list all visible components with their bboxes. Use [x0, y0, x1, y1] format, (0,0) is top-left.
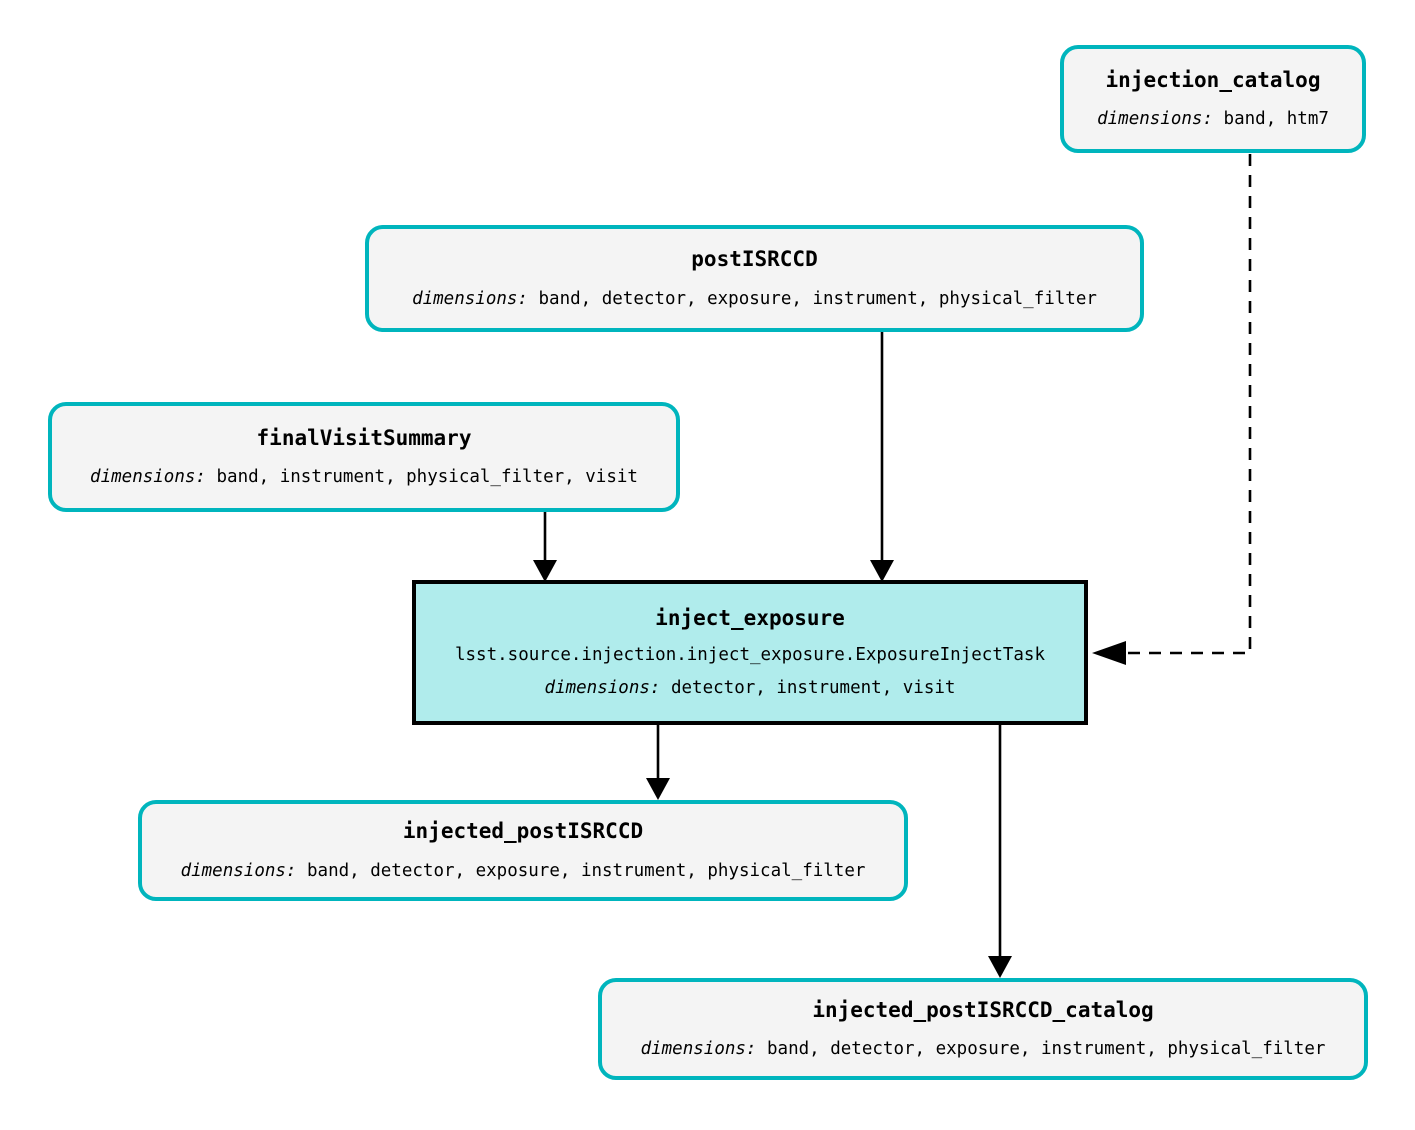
- dimensions-label: dimensions:: [180, 860, 297, 881]
- dimensions-value: band, htm7: [1223, 109, 1329, 130]
- node-injected-postisrccd-catalog[interactable]: injected_postISRCCD_catalog dimensions: …: [598, 978, 1368, 1080]
- dimensions-value: band, detector, exposure, instrument, ph…: [307, 860, 866, 881]
- node-injected-postisrccd[interactable]: injected_postISRCCD dimensions: band, de…: [138, 800, 908, 901]
- dimensions-label: dimensions:: [412, 288, 528, 309]
- dimensions-label: dimensions:: [544, 678, 661, 699]
- node-finalvisitsummary[interactable]: finalVisitSummary dimensions: band, inst…: [48, 402, 680, 512]
- node-dimensions: dimensions: band, detector, exposure, in…: [181, 861, 866, 882]
- edge-finalvisitsummary-to-inject-exposure: [533, 512, 557, 582]
- edge-inject-exposure-to-injected-postisrccd-catalog: [988, 725, 1012, 978]
- node-title: postISRCCD: [691, 247, 818, 272]
- dimensions-value: band, detector, exposure, instrument, ph…: [538, 288, 1097, 309]
- node-title: finalVisitSummary: [256, 425, 472, 450]
- node-dimensions: dimensions: band, detector, exposure, in…: [641, 1039, 1326, 1060]
- node-dimensions: dimensions: band, htm7: [1097, 109, 1329, 130]
- edge-inject-exposure-to-injected-postisrccd: [646, 725, 670, 800]
- node-dimensions: dimensions: detector, instrument, visit: [545, 678, 956, 699]
- dimensions-label: dimensions:: [90, 467, 206, 488]
- node-class-path: lsst.source.injection.inject_exposure.Ex…: [454, 645, 1045, 666]
- node-dimensions: dimensions: band, detector, exposure, in…: [412, 289, 1097, 310]
- edge-postisrccd-to-inject-exposure: [870, 332, 894, 582]
- node-postisrccd[interactable]: postISRCCD dimensions: band, detector, e…: [365, 225, 1144, 332]
- node-title: injected_postISRCCD: [402, 819, 644, 844]
- node-inject-exposure[interactable]: inject_exposure lsst.source.injection.in…: [412, 580, 1088, 725]
- dimensions-label: dimensions:: [640, 1039, 757, 1060]
- dimensions-value: band, instrument, physical_filter, visit: [216, 467, 638, 488]
- node-title: injected_postISRCCD_catalog: [812, 997, 1154, 1022]
- node-injection-catalog[interactable]: injection_catalog dimensions: band, htm7: [1060, 45, 1366, 153]
- node-dimensions: dimensions: band, instrument, physical_f…: [90, 467, 638, 488]
- dimensions-value: detector, instrument, visit: [670, 678, 956, 699]
- dimensions-label: dimensions:: [1097, 109, 1213, 130]
- dimensions-value: band, detector, exposure, instrument, ph…: [767, 1039, 1326, 1060]
- node-title: inject_exposure: [655, 605, 845, 630]
- node-title: injection_catalog: [1105, 67, 1321, 92]
